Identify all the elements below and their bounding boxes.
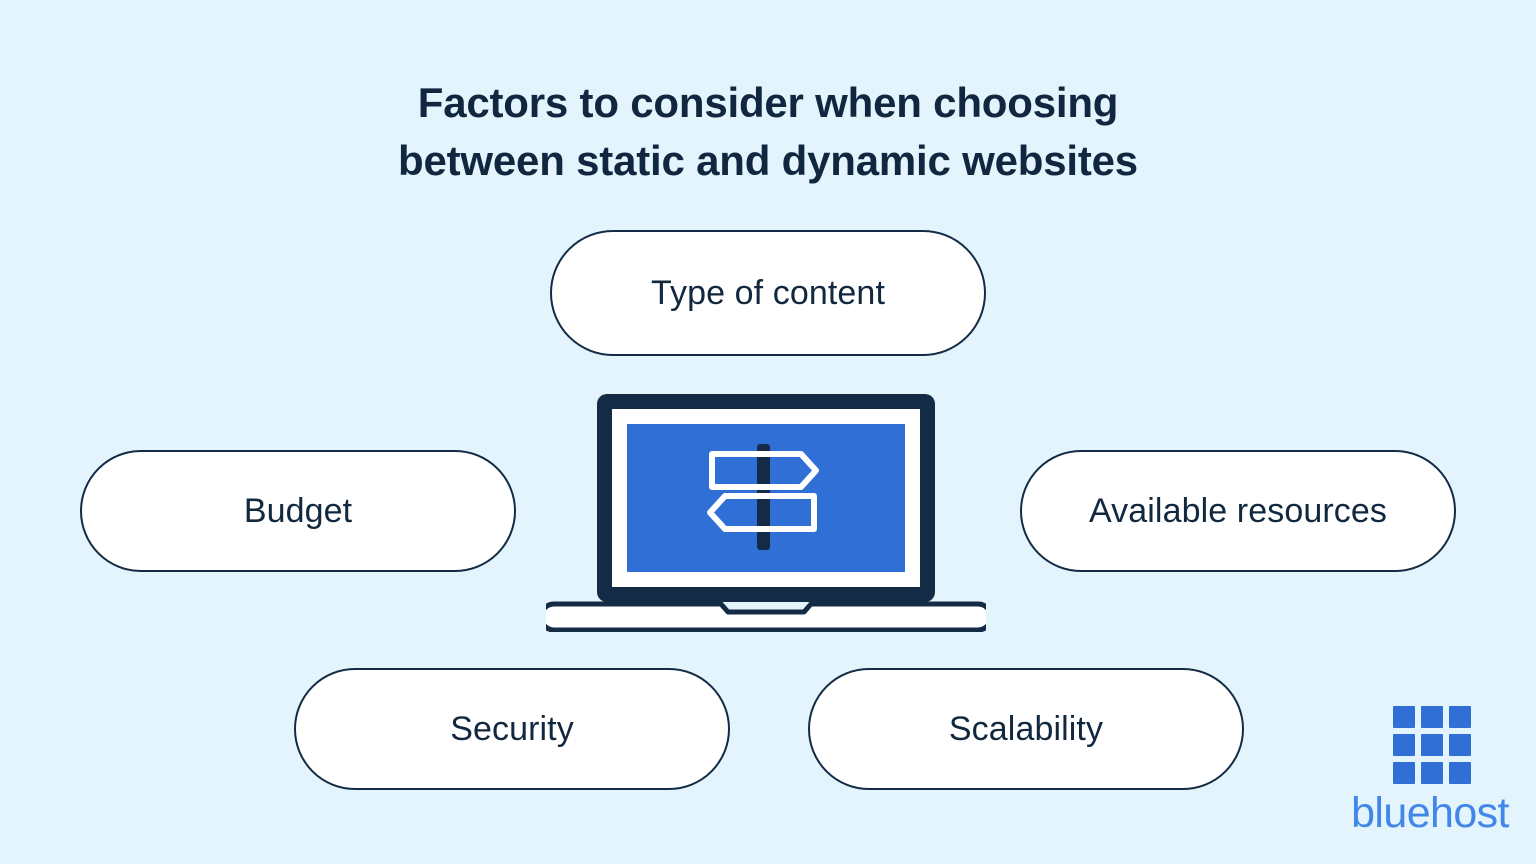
logo-tile	[1421, 762, 1443, 784]
title-line-1: Factors to consider when choosing	[417, 79, 1119, 126]
signpost-icon	[707, 444, 819, 550]
factor-label: Scalability	[948, 709, 1104, 748]
factor-label: Type of content	[651, 273, 885, 312]
logo-tile	[1393, 706, 1415, 728]
factor-pill-type-of-content: Type of content	[550, 230, 986, 356]
logo-tile	[1393, 734, 1415, 756]
page-title: Factors to consider when choosing betwee…	[0, 74, 1536, 190]
title-line-2: between static and dynamic websites	[398, 136, 1138, 184]
bluehost-logo: bluehost	[1340, 706, 1520, 836]
laptop-base	[546, 601, 986, 632]
logo-tile	[1421, 706, 1443, 728]
logo-tile	[1449, 762, 1471, 784]
factor-label: Budget	[243, 491, 353, 530]
factor-pill-security: Security	[294, 668, 730, 790]
logo-tile	[1393, 762, 1415, 784]
factor-label: Security	[450, 709, 574, 748]
laptop-illustration	[546, 392, 986, 632]
logo-tile	[1421, 734, 1443, 756]
factor-label: Available resources	[1089, 491, 1387, 530]
logo-grid-icon	[1393, 706, 1471, 784]
logo-wordmark: bluehost	[1351, 789, 1509, 837]
factor-pill-available-resources: Available resources	[1020, 450, 1456, 572]
factor-pill-budget: Budget	[80, 450, 516, 572]
logo-tile	[1449, 734, 1471, 756]
logo-tile	[1449, 706, 1471, 728]
factor-pill-scalability: Scalability	[808, 668, 1244, 790]
